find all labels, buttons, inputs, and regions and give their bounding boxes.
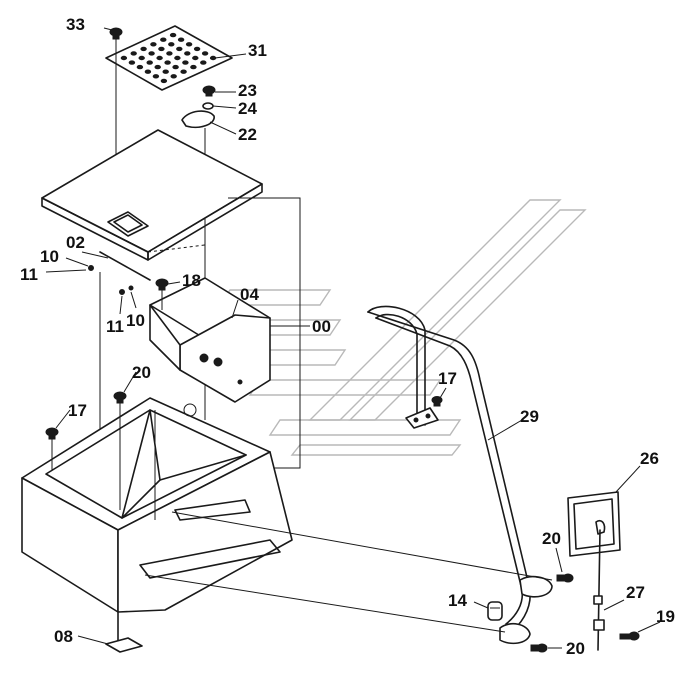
mat-hole bbox=[146, 60, 153, 65]
mat-hole bbox=[130, 51, 137, 56]
callout-20-mid: 20 bbox=[542, 529, 561, 548]
cap-14 bbox=[487, 601, 503, 621]
watermark-logo bbox=[213, 199, 587, 456]
mat-hole bbox=[166, 51, 173, 56]
mat-hole bbox=[120, 55, 128, 61]
mat-hole bbox=[177, 37, 185, 42]
mat-hole bbox=[160, 78, 168, 84]
mat-hole bbox=[144, 69, 152, 74]
callout-08: 08 bbox=[54, 627, 73, 646]
mat-hole bbox=[184, 51, 191, 56]
bolt-17-left bbox=[45, 427, 59, 470]
callout-19: 19 bbox=[656, 607, 675, 626]
bolt-17-rail bbox=[431, 396, 443, 407]
rod-27 bbox=[593, 529, 605, 651]
battery-box bbox=[21, 397, 293, 613]
callout-31: 31 bbox=[248, 41, 267, 60]
callout-29: 29 bbox=[520, 407, 539, 426]
mat-hole bbox=[164, 60, 171, 65]
mat-hole bbox=[176, 46, 183, 52]
callout-00: 00 bbox=[312, 317, 331, 336]
callout-33: 33 bbox=[66, 15, 85, 34]
mat-hole bbox=[154, 64, 161, 70]
callout-11-left: 11 bbox=[20, 265, 38, 284]
bolt-20-bottom bbox=[530, 643, 548, 653]
bolt-18 bbox=[155, 278, 169, 310]
callout-17-left: 17 bbox=[68, 401, 87, 420]
mat-hole bbox=[190, 64, 197, 70]
mat-hole bbox=[158, 46, 165, 52]
mat-hole bbox=[174, 55, 181, 61]
hinge-rod-02 bbox=[88, 251, 151, 295]
callout-26: 26 bbox=[640, 449, 659, 468]
callout-14: 14 bbox=[448, 591, 467, 610]
mat-hole bbox=[152, 74, 160, 79]
bolt-23 bbox=[202, 85, 216, 97]
mat-hole bbox=[128, 60, 136, 65]
bracket-04 bbox=[149, 277, 271, 403]
mat-hole bbox=[201, 51, 209, 56]
mat-hole bbox=[136, 64, 144, 70]
mat-hole bbox=[192, 55, 199, 61]
callout-02: 02 bbox=[66, 233, 85, 252]
mat-hole bbox=[148, 51, 155, 56]
mat-hole bbox=[169, 32, 177, 38]
bolt-20-mid bbox=[556, 573, 574, 583]
handrail-29 bbox=[367, 305, 553, 645]
mat-hole bbox=[170, 74, 177, 79]
callout-04: 04 bbox=[240, 285, 259, 304]
callout-20-bottom: 20 bbox=[566, 639, 585, 658]
mat-hole bbox=[156, 55, 163, 61]
mat-hole bbox=[160, 37, 167, 42]
mat-hole bbox=[180, 69, 187, 74]
bolt-19 bbox=[619, 631, 640, 641]
washer-24 bbox=[202, 102, 214, 110]
callout-11-mid: 11 bbox=[106, 317, 124, 336]
callout-18: 18 bbox=[182, 271, 201, 290]
mat-hole bbox=[200, 60, 207, 65]
perforated-mat bbox=[105, 25, 233, 91]
mat-hole bbox=[209, 55, 217, 61]
mat-hole bbox=[140, 46, 147, 52]
mat-hole bbox=[193, 46, 201, 52]
callout-24: 24 bbox=[238, 99, 257, 118]
mat-hole bbox=[162, 69, 169, 74]
mat-hole bbox=[172, 64, 179, 70]
foot-bracket-08 bbox=[105, 611, 143, 653]
callout-27: 27 bbox=[626, 583, 645, 602]
callout-22: 22 bbox=[238, 125, 257, 144]
callout-17-rail: 17 bbox=[438, 369, 457, 388]
mat-hole bbox=[150, 42, 157, 47]
mat-hole bbox=[138, 55, 145, 61]
callout-20-box: 20 bbox=[132, 363, 151, 382]
mat-hole bbox=[185, 42, 193, 47]
callout-10-left: 10 bbox=[40, 247, 59, 266]
mat-hole bbox=[168, 42, 175, 47]
plate-26 bbox=[567, 491, 621, 557]
mat-hole bbox=[182, 60, 189, 65]
lid-panel bbox=[41, 129, 263, 261]
cover-plate-22 bbox=[181, 110, 215, 129]
callout-10-mid: 10 bbox=[126, 311, 145, 330]
callout-23: 23 bbox=[238, 81, 257, 100]
bolt-20-top bbox=[113, 391, 127, 510]
leader-lines bbox=[45, 27, 661, 649]
